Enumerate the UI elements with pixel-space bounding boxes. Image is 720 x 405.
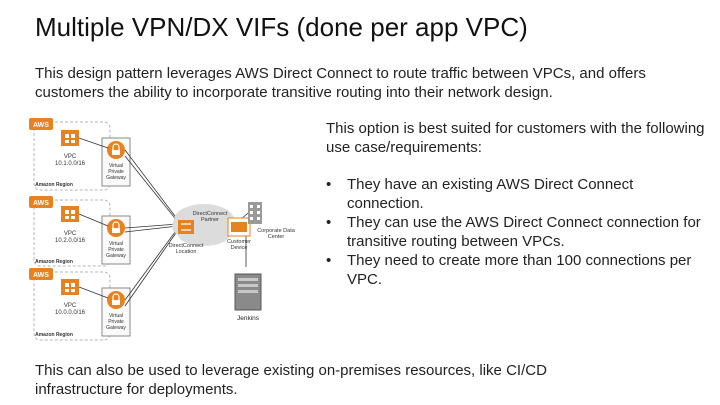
requirements-list: • They have an existing AWS Direct Connec… bbox=[326, 175, 706, 289]
server-icon bbox=[234, 273, 262, 311]
region-label: Amazon Region bbox=[35, 182, 73, 188]
jenkins-label: Jenkins bbox=[237, 315, 260, 322]
bullet-glyph: • bbox=[326, 214, 332, 231]
region-label: Amazon Region bbox=[35, 332, 73, 338]
bullet-glyph: • bbox=[326, 176, 332, 193]
gateway-label-1: Virtual bbox=[109, 241, 123, 247]
region-1: AWS VPC 10.1.0.0/16 Amazon Region Virtua… bbox=[29, 118, 131, 191]
dx-partner-label-1: DirectConnect bbox=[193, 211, 228, 217]
list-item: • They need to create more than 100 conne… bbox=[326, 251, 706, 289]
customer-device-label-1: Customer bbox=[227, 239, 251, 245]
aws-logo-icon: AWS bbox=[29, 118, 53, 130]
corporate-dc-label-1: Corporate Data bbox=[257, 228, 296, 234]
list-item-text: They have an existing AWS Direct Connect… bbox=[347, 176, 634, 212]
footer-note: This can also be used to leverage existi… bbox=[35, 362, 547, 398]
diagram: AWS VPC 10.1.0.0/16 Amazon Region Virtua… bbox=[28, 112, 320, 348]
aws-logo-icon: AWS bbox=[29, 196, 53, 208]
option-text: This option is best suited for customers… bbox=[326, 120, 705, 156]
list-item: • They have an existing AWS Direct Connec… bbox=[326, 175, 706, 213]
gateway-label-3: Gateway bbox=[106, 253, 126, 259]
list-item-text: They can use the AWS Direct Connect conn… bbox=[347, 214, 701, 250]
aws-logo-icon: AWS bbox=[29, 268, 53, 280]
dx-location-label-1: DirectConnect bbox=[169, 243, 204, 249]
gateway-box: Virtual Private Gateway bbox=[101, 287, 131, 337]
region-3: AWS VPC 10.0.0.0/16 Amazon Region Virtua… bbox=[29, 268, 131, 341]
region-2: AWS VPC 10.2.0.0/16 Amazon Region Virtua… bbox=[29, 196, 131, 267]
region-label: Amazon Region bbox=[35, 259, 73, 265]
intro-paragraph: This design pattern leverages AWS Direct… bbox=[35, 65, 646, 101]
gateway-label-2: Private bbox=[108, 319, 124, 325]
slide-title: Multiple VPN/DX VIFs (done per app VPC) bbox=[35, 12, 528, 42]
svg-text:AWS: AWS bbox=[33, 200, 49, 207]
vpc-label: VPC bbox=[64, 154, 77, 160]
gateway-label-2: Private bbox=[108, 247, 124, 253]
gateway-label-3: Gateway bbox=[106, 175, 126, 181]
building-icon bbox=[248, 202, 262, 224]
gateway-label-1: Virtual bbox=[109, 163, 123, 169]
svg-text:AWS: AWS bbox=[33, 272, 49, 279]
router-icon bbox=[178, 220, 194, 234]
vpc-instance-icon bbox=[61, 206, 79, 222]
vpc-label: VPC bbox=[64, 303, 77, 309]
bullet-glyph: • bbox=[326, 252, 332, 269]
router-icon bbox=[231, 222, 247, 232]
vpc-instance-icon bbox=[61, 279, 79, 295]
gateway-label-2: Private bbox=[108, 169, 124, 175]
dx-location-label-2: Location bbox=[176, 249, 197, 255]
dx-partner-label-2: Partner bbox=[201, 217, 219, 223]
gateway-box: Virtual Private Gateway bbox=[101, 215, 131, 265]
vpc-instance-icon bbox=[61, 130, 79, 146]
gateway-label-1: Virtual bbox=[109, 313, 123, 319]
vpc-cidr: 10.0.0.0/16 bbox=[55, 310, 86, 316]
vpc-cidr: 10.2.0.0/16 bbox=[55, 238, 86, 244]
svg-text:AWS: AWS bbox=[33, 122, 49, 129]
corporate-dc-label-2: Center bbox=[268, 234, 285, 240]
vpc-cidr: 10.1.0.0/16 bbox=[55, 161, 86, 167]
vpc-label: VPC bbox=[64, 231, 77, 237]
list-item: • They can use the AWS Direct Connect con… bbox=[326, 213, 706, 251]
list-item-text: They need to create more than 100 connec… bbox=[347, 252, 692, 288]
customer-device-label-2: Device bbox=[231, 245, 248, 251]
gateway-box: Virtual Private Gateway bbox=[101, 137, 131, 187]
gateway-label-3: Gateway bbox=[106, 325, 126, 331]
customer-device-box: Customer Device bbox=[227, 217, 251, 251]
